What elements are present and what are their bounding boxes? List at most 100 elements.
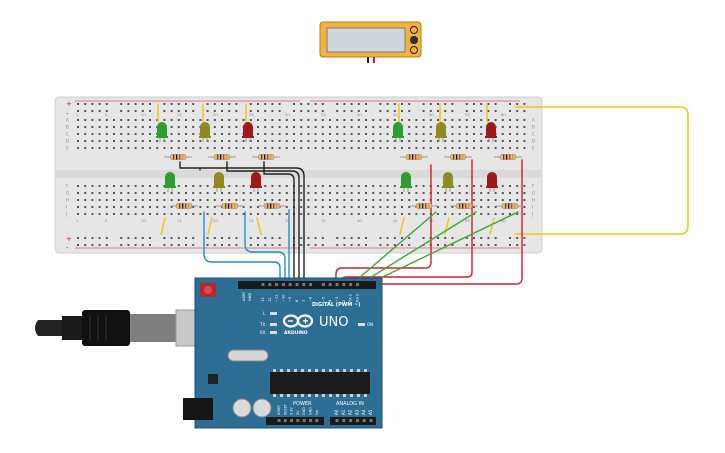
- breadboard-hole[interactable]: [84, 147, 87, 149]
- breadboard-hole[interactable]: [415, 213, 418, 215]
- rail-hole[interactable]: [185, 237, 187, 239]
- breadboard-hole[interactable]: [98, 133, 101, 135]
- breadboard-hole[interactable]: [235, 126, 238, 128]
- breadboard-hole[interactable]: [379, 126, 382, 128]
- rail-hole[interactable]: [408, 103, 411, 105]
- rail-hole[interactable]: [192, 237, 195, 239]
- breadboard-hole[interactable]: [235, 192, 238, 194]
- rail-hole[interactable]: [379, 237, 382, 239]
- breadboard-hole[interactable]: [264, 213, 267, 215]
- breadboard-hole[interactable]: [501, 147, 504, 149]
- breadboard-hole[interactable]: [149, 206, 151, 208]
- breadboard-hole[interactable]: [307, 147, 310, 149]
- wire-black[interactable]: [226, 161, 300, 285]
- rail-hole[interactable]: [314, 103, 317, 105]
- breadboard-hole[interactable]: [350, 213, 353, 215]
- breadboard-hole[interactable]: [401, 119, 403, 121]
- breadboard-hole[interactable]: [120, 140, 123, 142]
- breadboard-hole[interactable]: [199, 147, 202, 149]
- breadboard-hole[interactable]: [314, 133, 317, 135]
- breadboard-hole[interactable]: [437, 199, 439, 201]
- rail-hole[interactable]: [343, 103, 346, 105]
- rail-hole[interactable]: [149, 110, 151, 112]
- rail-hole[interactable]: [509, 110, 511, 112]
- breadboard-hole[interactable]: [91, 206, 94, 208]
- breadboard-hole[interactable]: [523, 213, 526, 215]
- breadboard-hole[interactable]: [321, 126, 324, 128]
- breadboard-hole[interactable]: [422, 213, 425, 215]
- breadboard-hole[interactable]: [408, 140, 411, 142]
- breadboard-hole[interactable]: [264, 192, 267, 194]
- breadboard-hole[interactable]: [321, 192, 324, 194]
- breadboard-hole[interactable]: [321, 119, 324, 121]
- breadboard-hole[interactable]: [127, 206, 130, 208]
- rail-hole[interactable]: [494, 237, 497, 239]
- digital-pin[interactable]: [268, 283, 272, 286]
- breadboard-hole[interactable]: [314, 213, 317, 215]
- breadboard-hole[interactable]: [271, 133, 274, 135]
- breadboard-hole[interactable]: [206, 147, 209, 149]
- breadboard-hole[interactable]: [465, 185, 468, 187]
- breadboard-hole[interactable]: [278, 185, 281, 187]
- breadboard-hole[interactable]: [113, 126, 115, 128]
- breadboard-hole[interactable]: [228, 213, 231, 215]
- breadboard-hole[interactable]: [235, 147, 238, 149]
- rail-hole[interactable]: [357, 237, 360, 239]
- breadboard-hole[interactable]: [156, 147, 159, 149]
- breadboard-hole[interactable]: [509, 140, 511, 142]
- wire-yellow[interactable]: [160, 217, 166, 235]
- breadboard-hole[interactable]: [249, 192, 252, 194]
- breadboard-hole[interactable]: [105, 213, 108, 215]
- breadboard-hole[interactable]: [105, 140, 108, 142]
- rail-hole[interactable]: [98, 237, 101, 239]
- breadboard-hole[interactable]: [134, 133, 137, 135]
- breadboard-hole[interactable]: [206, 185, 209, 187]
- breadboard-hole[interactable]: [185, 147, 187, 149]
- breadboard-hole[interactable]: [336, 119, 339, 121]
- wire-yellow[interactable]: [489, 217, 495, 235]
- rail-hole[interactable]: [487, 110, 490, 112]
- breadboard-hole[interactable]: [156, 185, 159, 187]
- led[interactable]: [400, 172, 412, 192]
- breadboard-hole[interactable]: [249, 140, 252, 142]
- breadboard-hole[interactable]: [451, 192, 454, 194]
- breadboard-hole[interactable]: [523, 147, 526, 149]
- resistor[interactable]: [164, 154, 192, 160]
- breadboard-hole[interactable]: [134, 140, 137, 142]
- breadboard-hole[interactable]: [343, 213, 346, 215]
- breadboard-hole[interactable]: [264, 185, 267, 187]
- breadboard-hole[interactable]: [228, 185, 231, 187]
- breadboard-hole[interactable]: [480, 140, 483, 142]
- rail-hole[interactable]: [134, 103, 137, 105]
- breadboard-hole[interactable]: [458, 119, 461, 121]
- breadboard-hole[interactable]: [458, 185, 461, 187]
- breadboard-hole[interactable]: [516, 192, 519, 194]
- breadboard-hole[interactable]: [415, 126, 418, 128]
- breadboard-hole[interactable]: [451, 140, 454, 142]
- breadboard-hole[interactable]: [127, 192, 130, 194]
- rail-hole[interactable]: [487, 244, 490, 246]
- rail-hole[interactable]: [386, 103, 389, 105]
- breadboard-hole[interactable]: [314, 185, 317, 187]
- breadboard-hole[interactable]: [415, 140, 418, 142]
- breadboard-hole[interactable]: [365, 126, 367, 128]
- breadboard-hole[interactable]: [516, 185, 519, 187]
- breadboard-hole[interactable]: [386, 185, 389, 187]
- breadboard-hole[interactable]: [357, 140, 360, 142]
- rail-hole[interactable]: [257, 103, 259, 105]
- breadboard-hole[interactable]: [141, 213, 144, 215]
- breadboard-hole[interactable]: [379, 140, 382, 142]
- breadboard-hole[interactable]: [365, 206, 367, 208]
- rail-hole[interactable]: [509, 237, 511, 239]
- breadboard-hole[interactable]: [221, 213, 223, 215]
- power-pin[interactable]: [283, 419, 287, 422]
- breadboard-hole[interactable]: [257, 140, 259, 142]
- breadboard-hole[interactable]: [350, 133, 353, 135]
- rail-hole[interactable]: [516, 110, 519, 112]
- breadboard-hole[interactable]: [199, 192, 202, 194]
- breadboard-hole[interactable]: [343, 126, 346, 128]
- breadboard-hole[interactable]: [473, 119, 475, 121]
- breadboard-hole[interactable]: [98, 119, 101, 121]
- rail-hole[interactable]: [451, 103, 454, 105]
- breadboard-hole[interactable]: [350, 140, 353, 142]
